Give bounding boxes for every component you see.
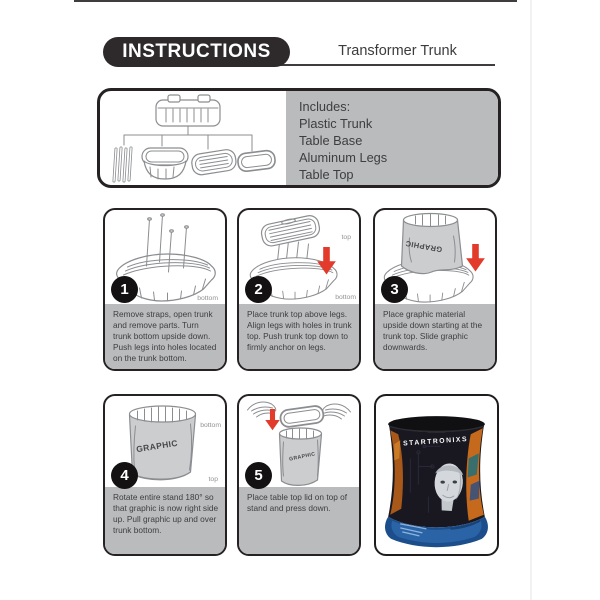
robot-face — [434, 463, 464, 512]
graphic-sleeve-drawing — [383, 212, 485, 303]
step-1-number: 1 — [111, 276, 138, 303]
step-2-number: 2 — [245, 276, 272, 303]
top-label: top — [341, 234, 351, 241]
circuit-texture — [409, 444, 441, 513]
counter-display-photo: STARTRONIXS — [385, 416, 488, 548]
includes-panel: Includes: Plastic Trunk Table Base Alumi… — [286, 91, 498, 185]
legs-drawing — [276, 240, 309, 272]
trunk-lid-drawing — [191, 149, 237, 176]
step-2-box: top bottom 2 Place trunk top above legs.… — [237, 208, 361, 371]
right-hand-icon — [321, 403, 351, 420]
includes-item: Aluminum Legs — [299, 149, 388, 165]
step-4-illustration — [105, 396, 225, 488]
includes-item: Table Top — [299, 166, 354, 182]
step-4-box: bottom top GRAPHIC 4 Rotate entire stand… — [103, 394, 227, 556]
includes-item: Table Base — [299, 132, 363, 148]
step-3-illustration — [375, 210, 495, 306]
product-name: Transformer Trunk — [338, 43, 457, 59]
bottom-label: bottom — [200, 422, 221, 429]
page-top-edge — [74, 0, 517, 2]
step-1-text: Remove straps, open trunk and remove par… — [105, 304, 225, 369]
parts-tree-lines — [123, 125, 253, 152]
legs-drawing — [146, 213, 189, 273]
parts-diagram-illustration — [112, 94, 276, 183]
instructions-badge-label: INSTRUCTIONS — [122, 41, 271, 62]
base-graphic — [385, 516, 488, 548]
bottom-label: bottom — [197, 295, 218, 302]
page-fold-line — [530, 0, 532, 600]
fabric-stand-drawing — [278, 427, 323, 486]
header-rule — [150, 64, 495, 66]
includes-box: Includes: Plastic Trunk Table Base Alumi… — [97, 88, 501, 188]
finished-product-photo: STARTRONIXS — [374, 394, 499, 556]
includes-item: Plastic Trunk — [299, 115, 373, 131]
step-5-box: GRAPHIC 5 Place table top lid on top of … — [237, 394, 361, 556]
fabric-sleeve-drawing — [400, 212, 464, 275]
bottom-label: bottom — [335, 294, 356, 301]
step-4-number: 4 — [111, 462, 138, 489]
trunk-top-above-legs-drawing — [249, 215, 338, 300]
legs-drawing — [112, 146, 133, 183]
instructions-badge: INSTRUCTIONS — [103, 37, 290, 67]
rotated-stand-drawing — [128, 405, 197, 481]
step-3-box: GRAPHIC 3 Place graphic material upside … — [373, 208, 497, 371]
step-3-number: 3 — [381, 276, 408, 303]
table-top-ring-drawing — [237, 149, 276, 173]
open-trunk-drawing — [141, 147, 189, 180]
step-1-box: bottom 1 Remove straps, open trunk and r… — [103, 208, 227, 371]
down-arrow-icon — [466, 244, 485, 272]
parts-diagram — [100, 91, 286, 185]
table-top-ring-drawing — [279, 405, 325, 428]
step-5-illustration — [239, 396, 359, 488]
table-top-placement-drawing — [247, 401, 351, 486]
table-top — [388, 416, 485, 433]
step-4-text: Rotate entire stand 180° so that graphic… — [105, 487, 225, 554]
top-label: top — [208, 476, 218, 483]
orange-accent-left — [390, 430, 403, 515]
step-2-text: Place trunk top above legs. Align legs w… — [239, 304, 359, 369]
trunk-bottom-with-legs-drawing — [116, 213, 216, 302]
step-2-illustration — [239, 210, 359, 306]
step-5-text: Place table top lid on top of stand and … — [239, 487, 359, 554]
down-arrow-icon — [265, 409, 280, 431]
trunk-top-drawing — [260, 215, 321, 247]
includes-heading: Includes: — [299, 99, 351, 114]
fabric-stand-drawing — [128, 405, 197, 481]
brand-text: STARTRONIXS — [403, 436, 468, 448]
step-1-illustration — [105, 210, 225, 306]
step-3-text: Place graphic material upside down start… — [375, 304, 495, 369]
step-5-number: 5 — [245, 462, 272, 489]
